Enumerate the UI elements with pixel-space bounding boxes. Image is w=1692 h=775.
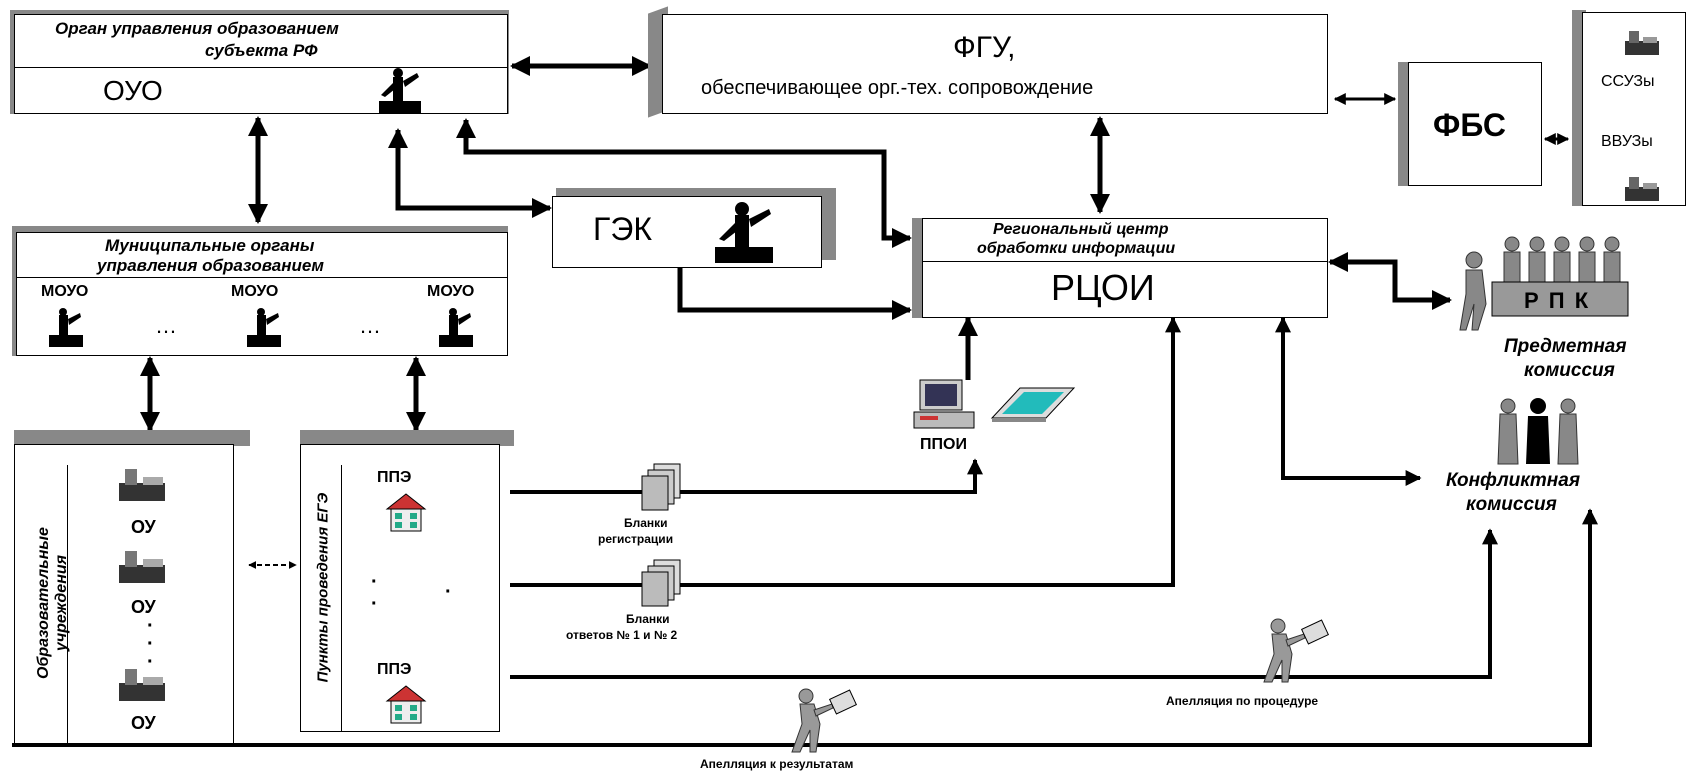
- ouo-title-line1: Орган управления образованием: [55, 19, 339, 38]
- walking-person-icon: [1263, 618, 1330, 683]
- fgu-title: ФГУ,: [953, 31, 1016, 64]
- official-icon: [715, 202, 773, 263]
- appeal-results-label: Апелляция к результатам: [700, 757, 854, 771]
- ou-vertical-label: Образовательные учреждения: [35, 527, 70, 679]
- appeal-procedure-label: Апелляция по процедуре: [1166, 694, 1319, 708]
- rcoi-title-line2: обработки информации: [977, 240, 1176, 257]
- school-building-icon: [119, 669, 165, 701]
- walking-person-icon: [791, 688, 858, 753]
- ppe-vertical-label: Пункты проведения ЕГЭ: [314, 492, 332, 683]
- computer-icon: [913, 379, 975, 429]
- arrow-ou-conflict: [12, 508, 1598, 747]
- mouo-box: Муниципальные органы управления образова…: [16, 232, 508, 356]
- house-icon: [385, 493, 427, 532]
- conflict-label-line1: Конфликтная: [1446, 470, 1581, 491]
- gek-box: ГЭК: [552, 196, 822, 268]
- ou-item-1: ОУ: [131, 517, 156, 537]
- ppe-item-2: ППЭ: [377, 661, 412, 678]
- mouo-title-line1: Муниципальные органы: [105, 236, 315, 255]
- fbs-box: ФБС: [1408, 62, 1542, 186]
- school-building-icon: [119, 469, 165, 501]
- mouo-item-2: МОУО: [231, 283, 279, 300]
- ppe-shadow: [300, 430, 514, 446]
- conflict-label-line2: комиссия: [1466, 494, 1557, 515]
- ouo-title-line2: субъекта РФ: [205, 41, 318, 60]
- vvuz-label: ВВУЗы: [1601, 133, 1653, 150]
- arrow-rcoi-rpk: [1328, 252, 1452, 310]
- forms-registration-line2: регистрации: [598, 532, 674, 546]
- ppe-dot-right: ·: [445, 581, 452, 603]
- ou-vertical-dots: ···: [147, 615, 154, 673]
- fgu-box: ФГУ, обеспечивающее орг.-тех. сопровожде…: [662, 14, 1328, 114]
- official-icon: [247, 308, 281, 347]
- official-icon: [49, 308, 83, 347]
- rcoi-box: Региональный центр обработки информации …: [922, 218, 1328, 318]
- commission-people-icon: [1459, 236, 1629, 331]
- arrow-gek-rcoi: [670, 248, 912, 320]
- rpk-label-line2: комиссия: [1524, 360, 1615, 381]
- mouo-title-line2: управления образованием: [97, 256, 324, 275]
- ppe-item-1: ППЭ: [377, 469, 412, 486]
- ssuz-label: ССУЗы: [1601, 73, 1655, 90]
- rcoi-title-line1: Региональный центр: [993, 221, 1169, 238]
- ppe-box: Пункты проведения ЕГЭ ППЭ ·· · ППЭ: [300, 444, 500, 732]
- arrow-ouo-gek: [388, 128, 552, 218]
- rpk-sign: Р П К: [1524, 288, 1591, 313]
- official-icon: [439, 308, 473, 347]
- school-building-icon-top: [1625, 31, 1659, 55]
- ppe-dots: ··: [371, 571, 378, 615]
- house-icon: [385, 685, 427, 724]
- mouo-item-3: МОУО: [427, 283, 475, 300]
- mouo-ellipsis-2: …: [359, 313, 381, 338]
- fgu-subtitle: обеспечивающее орг.-тех. сопровождение: [701, 77, 1094, 99]
- forms-registration-line1: Бланки: [624, 516, 668, 530]
- arrow-ppe-rcoi: [510, 316, 1181, 587]
- ssuz-box: ССУЗы ВВУЗы: [1582, 12, 1686, 206]
- forms-answers-line2: ответов № 1 и № 2: [566, 628, 678, 642]
- forms-answers-line1: Бланки: [626, 612, 670, 626]
- document-stack-icon: [641, 463, 681, 511]
- arrow-ppe-ppoi: [510, 458, 983, 494]
- ou-box: Образовательные учреждения ОУ ОУ ··· ОУ: [14, 444, 234, 744]
- ppoi-label: ППОИ: [920, 436, 967, 453]
- arrow-rcoi-conflict: [1275, 316, 1422, 486]
- school-building-icon: [119, 551, 165, 583]
- gek-label: ГЭК: [593, 211, 652, 247]
- mouo-ellipsis-1: …: [155, 313, 177, 338]
- document-stack-icon: [641, 559, 681, 607]
- fbs-label: ФБС: [1433, 107, 1506, 143]
- arrow-ouo-rcoi: [456, 118, 912, 248]
- ouo-abbr: ОУО: [103, 75, 163, 106]
- conflict-people-icon: [1497, 398, 1579, 465]
- rcoi-abbr: РЦОИ: [1051, 267, 1155, 308]
- ou-shadow: [14, 430, 250, 446]
- school-building-icon-bottom: [1625, 177, 1659, 201]
- scanner-icon: [990, 387, 1076, 422]
- ouo-box: Орган управления образованием субъекта Р…: [14, 14, 508, 114]
- mouo-item-1: МОУО: [41, 283, 89, 300]
- official-icon: [379, 68, 421, 113]
- ou-item-3: ОУ: [131, 713, 156, 733]
- arrow-ppe-conflict: [510, 528, 1498, 679]
- ou-item-2: ОУ: [131, 597, 156, 617]
- rpk-label-line1: Предметная: [1504, 336, 1627, 357]
